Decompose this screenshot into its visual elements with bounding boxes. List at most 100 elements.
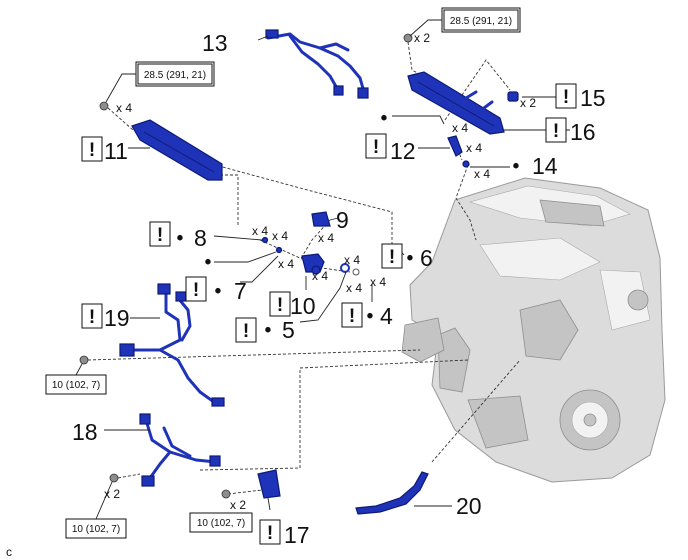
part-8-seal[interactable] [261,236,269,244]
engine-block [401,177,666,483]
apply-mark-6: • [407,248,414,269]
apply-mark-4: • [367,306,374,327]
qty-part-5: x 4 [344,253,360,267]
qty-bolt-bottom-left: x 2 [104,487,120,501]
callout-5: 5 [282,317,295,343]
apply-mark-5: • [265,320,272,341]
replace-icon-15 [555,83,577,109]
callout-9: 9 [336,207,349,233]
callout-16: 16 [570,119,596,145]
replace-mark-10: ! [277,295,283,316]
corner-code: c [6,545,12,559]
part-12-injector[interactable] [447,135,463,157]
qty-part-7: x 4 [272,229,288,243]
replace-mark-7: ! [193,280,199,301]
leader-lines [104,35,570,511]
qty-part-8: x 4 [252,224,268,238]
torque-box-bottom-left: 10 (102, 7) [65,481,127,539]
replace-mark-5: ! [243,321,249,342]
callout-12: 12 [390,138,416,164]
bolt-bottom-mid[interactable] [221,489,231,499]
replace-icon-19 [81,303,103,329]
replace-icon-7 [185,276,207,302]
replace-icon-10 [269,291,291,317]
callout-15: 15 [580,85,606,111]
replace-icon-8 [149,221,171,247]
part-10-component[interactable] [301,253,325,275]
apply-mark-7: • [215,281,222,302]
torque-value: 10 (102, 7) [72,524,120,535]
part-20-pipe[interactable] [355,471,429,515]
replace-mark-6: ! [389,247,395,268]
qty-bolt-top-right: x 2 [414,31,430,45]
part-7-seal[interactable] [275,246,283,254]
torque-value: 28.5 (291, 21) [450,16,512,27]
callout-8: 8 [194,225,207,251]
qty-part-14: x 4 [474,167,490,181]
part-13-harness[interactable] [265,29,369,99]
apply-mark-14: • [513,156,520,177]
part-16-delivery-pipe[interactable] [407,71,505,135]
replace-mark-11: ! [89,140,95,161]
callout-4: 4 [380,303,393,329]
replace-icon-4 [341,302,363,328]
callout-17: 17 [284,522,310,548]
callout-19: 19 [104,305,130,331]
replace-mark-19: ! [89,307,95,328]
replace-mark-8: ! [157,225,163,246]
part-5-gasket[interactable] [340,263,350,273]
qty-part-12-top: x 4 [452,121,468,135]
qty-part-7b: x 4 [278,257,294,271]
part-14-o-ring[interactable] [462,160,470,168]
part-15-plug[interactable] [507,91,519,102]
qty-part-9: x 4 [318,231,334,245]
replace-icon-11 [81,136,103,162]
replace-mark-16: ! [553,121,559,142]
quantity-labels: x 2 x 4 x 2 x 4 x 4 x 4 x 4 x 4 x 4 x 4 … [104,31,536,512]
callout-6: 6 [420,245,433,271]
qty-bolt-bottom-mid: x 2 [230,498,246,512]
part-4-ring[interactable] [352,268,360,276]
replace-icon-17 [259,519,281,545]
replace-icon-6 [381,243,403,269]
bolt-bottom-left[interactable] [109,473,119,483]
part-11-intake-part[interactable] [131,119,223,181]
replace-icon-12 [365,133,387,159]
qty-part-4b: x 4 [370,275,386,289]
part-18-harness[interactable] [139,413,221,487]
torque-box-bottom-mid: 10 (102, 7) [189,512,253,533]
apply-mark-12: • [381,108,388,129]
torque-box-top-right: 28.5 (291, 21) [409,7,521,37]
callout-7: 7 [234,278,247,304]
callout-14: 14 [532,153,558,179]
qty-bolt-top-left: x 4 [116,101,132,115]
callout-11: 11 [104,138,128,164]
torque-box-left: 10 (102, 7) [45,363,107,395]
replace-mark-17: ! [267,523,273,544]
bolt-top-left[interactable] [99,101,109,111]
replace-icon-5 [235,317,257,343]
bolt-left[interactable] [79,355,89,365]
qty-part-4: x 4 [346,281,362,295]
torque-value: 10 (102, 7) [197,518,245,529]
part-9-bracket[interactable] [311,211,331,227]
callout-18: 18 [72,419,98,445]
qty-part-12: x 4 [466,141,482,155]
callouts: 13 ! 11 ! 15 ! 16 • ! 12 • 14 9 ! • 8 • … [6,30,606,559]
torque-value: 28.5 (291, 21) [144,70,206,81]
apply-mark-7a: • [205,252,212,273]
replace-mark-4: ! [349,306,355,327]
replace-icon-16 [545,117,567,143]
callout-10: 10 [290,293,316,319]
torque-box-top-left: 28.5 (291, 21) [105,61,215,103]
replace-mark-15: ! [563,87,569,108]
part-19-harness[interactable] [119,283,225,407]
replace-mark-12: ! [373,137,379,158]
apply-mark-8: • [177,228,184,249]
torque-value: 10 (102, 7) [52,380,100,391]
callout-20: 20 [456,493,482,519]
part-17-bracket[interactable] [257,469,281,499]
callout-13: 13 [202,30,228,56]
qty-part-15: x 2 [520,96,536,110]
